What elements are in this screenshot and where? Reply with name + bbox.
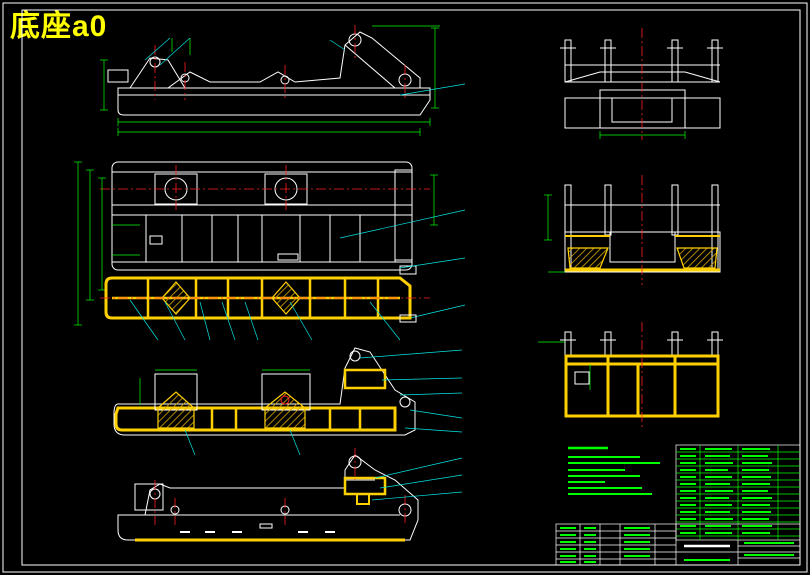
- inner-frame: [21, 9, 801, 566]
- plan-view-centerlines: [100, 165, 430, 210]
- parts-list-text-marks: [680, 448, 772, 534]
- section-view-2: [113, 347, 416, 436]
- side-elevation-leaders: [144, 37, 466, 96]
- section-view-1: [104, 276, 417, 323]
- drawing-title: 底座a0: [10, 10, 108, 43]
- bottom-side-view-highlights: [135, 476, 405, 542]
- plan-view: [111, 161, 417, 275]
- side-elevation-centerlines: [154, 25, 406, 100]
- technical-notes: [568, 446, 660, 495]
- title-block-text-marks: [560, 527, 794, 563]
- bottom-side-view-leaders: [371, 457, 463, 501]
- plan-view-dimensions: [74, 161, 438, 326]
- section-view-2-dimensions: [139, 369, 310, 405]
- end-section-bottom: [560, 331, 723, 418]
- bottom-side-view-centerlines: [154, 448, 406, 525]
- bottom-side-view: [117, 454, 419, 541]
- end-section-middle-dimensions: [544, 194, 565, 273]
- side-elevation-view: [107, 31, 431, 116]
- side-elevation-dimensions: [100, 25, 440, 136]
- section-view-2-leaders: [184, 349, 463, 456]
- end-view-top: [560, 39, 723, 129]
- title-block: [555, 523, 801, 566]
- end-section-middle: [564, 184, 721, 273]
- end-section-bottom-dimensions: [538, 341, 591, 390]
- section-view-1-leaders: [129, 299, 401, 341]
- plan-view-leaders: [339, 209, 466, 319]
- end-view-top-dimensions: [599, 131, 686, 139]
